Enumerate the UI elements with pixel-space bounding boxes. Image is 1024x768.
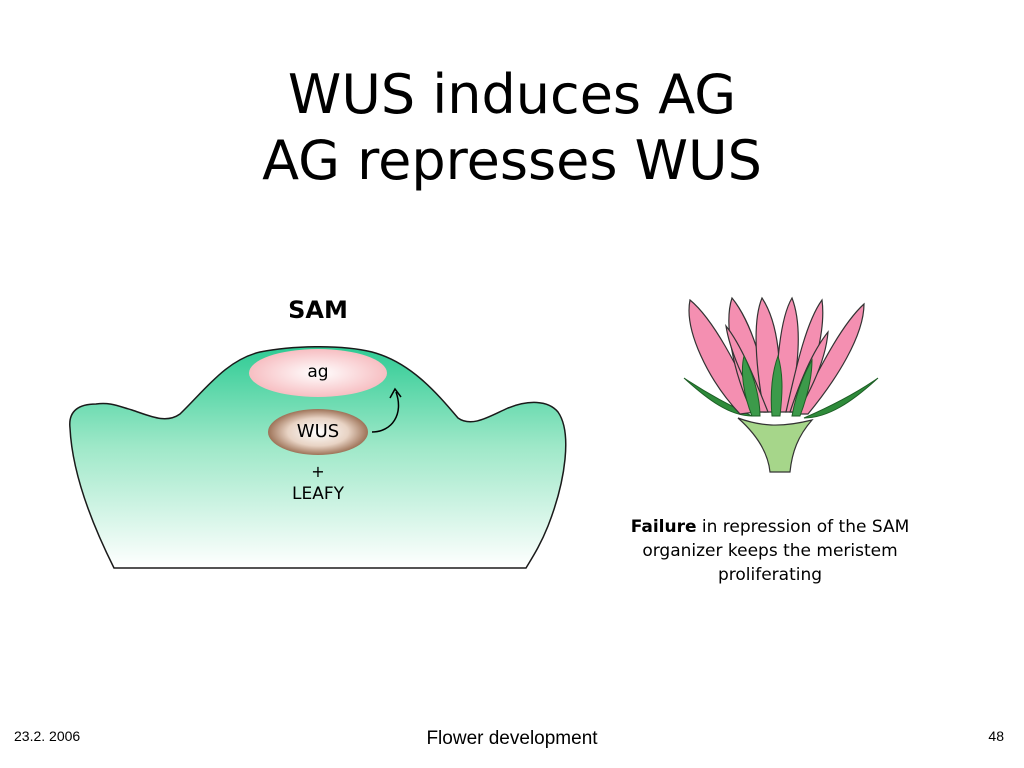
arrow-head [389,387,402,399]
inner-leaf-2 [770,354,783,417]
ag-zone [249,349,387,397]
footer-title: Flower development [426,728,598,749]
caption-bold: Failure [630,517,697,537]
slide-title: WUS induces AG AG represses WUS [0,62,1024,194]
title-line-1: WUS induces AG [287,63,737,126]
flower-illustration [683,296,879,473]
leafy-label: LEAFY [291,484,344,504]
inner-leaf-1 [741,354,761,417]
sam-label: SAM [288,296,348,324]
inner-leaf-3 [791,358,813,417]
ag-label: ag [307,362,329,382]
flower-stem [737,417,814,473]
wus-label: WUS [296,421,340,442]
sepal-right [803,377,879,419]
induction-arrow [371,391,400,433]
wus-zone [268,409,368,455]
meristem-shape [69,345,567,569]
title-line-2: AG represses WUS [262,129,762,192]
page-number: 48 [988,728,1004,744]
footer-date: 23.2. 2006 [14,728,81,744]
flower-caption: Failure in repression of the SAM organiz… [620,515,920,587]
plus-sign: + [311,462,325,481]
caption-text: in repression of the SAM organizer keeps… [642,517,910,585]
